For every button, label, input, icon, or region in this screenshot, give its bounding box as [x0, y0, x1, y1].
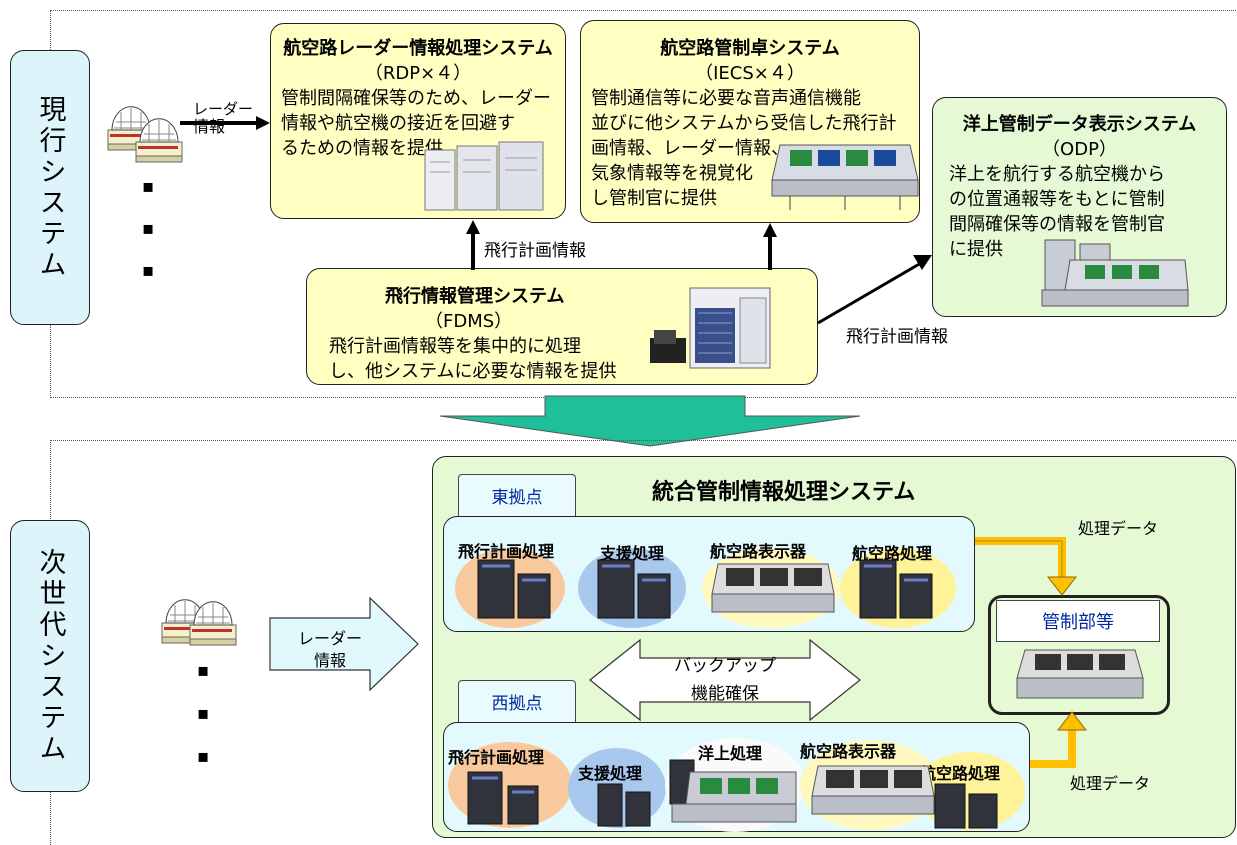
backup-label: バックアップ 機能確保 [660, 652, 790, 708]
route-processing-east [840, 548, 956, 628]
server-rack-icon [467, 771, 539, 825]
east-item-label: 支援処理 [600, 544, 665, 563]
radar-block-arrow-line: レーダー [297, 629, 362, 648]
console-icon [1041, 239, 1189, 307]
radar-dots: ▪ [197, 703, 210, 724]
radar-block-arrow [269, 596, 419, 692]
server-rack-icon [597, 783, 651, 827]
backup-label-line: バックアップ [674, 656, 776, 676]
odp-desc-line: の位置通報等をもとに管制 [949, 189, 1165, 210]
iecs-desc-line: し管制官に提供 [591, 188, 717, 209]
iecs-title: 航空路管制卓システム [660, 38, 840, 59]
radar-block-arrow-label: レーダー 情報 [280, 628, 380, 672]
odp-code: （ODP） [1042, 139, 1117, 160]
iecs-desc-line: 画情報、レーダー情報、 [591, 138, 789, 159]
server-rack-icon [477, 559, 551, 619]
tab-east-site: 東拠点 [458, 474, 576, 516]
processed-data-label: 処理データ [1070, 774, 1151, 793]
tab-east-site-label: 東拠点 [491, 488, 543, 508]
iecs-desc-line: 管制通信等に必要な音声通信機能 [591, 88, 861, 109]
iecs-desc-line: 気象情報等を視覚化 [591, 163, 753, 184]
iecs-code: （IECS×４） [695, 63, 805, 84]
processed-data-arrow-bottom [1030, 711, 1088, 768]
fdms-desc: 飛行計画情報等を集中的に処理 し、他システムに必要な情報を提供 [307, 334, 817, 384]
rdp-desc-line: るための情報を提供 [281, 138, 443, 159]
flight-plan-arrow-rdp [466, 220, 480, 270]
current-system-label-text: 現行システム [34, 94, 66, 281]
server-rack-icon [859, 559, 933, 619]
iecs-desc: 管制通信等に必要な音声通信機能 並びに他システムから受信した飛行計 画情報、レー… [581, 86, 919, 211]
console-icon [711, 563, 835, 613]
radar-arrow-label-line: レーダー [193, 100, 254, 118]
fdms-desc-line: し、他システムに必要な情報を提供 [329, 361, 617, 382]
next-system-label-text: 次世代システム [34, 547, 66, 765]
west-item-label: 航空路表示器 [800, 742, 897, 761]
server-rack-icon [650, 287, 771, 369]
radar-dots: ▪ [142, 218, 155, 239]
odp-desc-line: に提供 [949, 239, 1003, 260]
odp-desc-line: 間隔確保等の情報を管制官 [949, 214, 1165, 235]
flight-plan-arrow-iecs [763, 223, 777, 270]
server-rack-icon [934, 783, 998, 829]
flight-plan-label: 飛行計画情報 [846, 327, 948, 347]
fdms-title: 飛行情報管理システム [385, 286, 565, 307]
integrated-system-title: 統合管制情報処理システム [652, 480, 916, 505]
rdp-desc: 管制間隔確保等のため、レーダー 情報や航空機の接近を回避す るための情報を提供 [271, 86, 565, 161]
west-item-label: 洋上処理 [698, 744, 763, 763]
processed-data-label: 処理データ [1078, 519, 1159, 538]
odp-title: 洋上管制データ表示システム [962, 114, 1197, 135]
flight-plan-arrow-odp [817, 255, 932, 325]
control-dept-label: 管制部等 [1042, 612, 1114, 633]
console-icon [771, 144, 919, 210]
console-icon [669, 759, 797, 823]
console-icon [1016, 649, 1144, 699]
flight-plan-label: 飛行計画情報 [484, 241, 586, 261]
iecs-desc-line: 並びに他システムから受信した飛行計 [591, 113, 897, 134]
tab-west-site: 西拠点 [458, 680, 576, 722]
control-dept-label-box: 管制部等 [996, 600, 1160, 642]
fdms-desc-line: 飛行計画情報等を集中的に処理 [329, 336, 581, 357]
odp-desc: 洋上を航行する航空機から の位置通報等をもとに管制 間隔確保等の情報を管制官 に… [933, 162, 1226, 262]
current-system-label: 現行システム [10, 50, 90, 325]
radar-dots: ▪ [197, 660, 210, 681]
transition-arrow [439, 395, 861, 447]
next-system-label: 次世代システム [10, 520, 90, 792]
rdp-desc-line: 情報や航空機の接近を回避す [281, 113, 515, 134]
radar-dots: ▪ [197, 746, 210, 767]
radar-dots: ▪ [142, 176, 155, 197]
radar-dots: ▪ [142, 260, 155, 281]
west-item-label: 航空路処理 [920, 764, 1001, 783]
east-item-label: 航空路表示器 [710, 542, 807, 561]
radar-block-arrow-line: 情報 [313, 651, 346, 670]
console-icon [811, 765, 935, 815]
radar-dome-icon [107, 106, 183, 163]
backup-label-line: 機能確保 [691, 684, 759, 704]
west-item-label: 支援処理 [578, 764, 643, 783]
rdp-title: 航空路レーダー情報処理システム [283, 38, 553, 59]
rdp-code: （RDP×４） [364, 63, 472, 84]
odp-desc-line: 洋上を航行する航空機から [949, 164, 1165, 185]
processed-data-arrow-top [975, 537, 1078, 596]
radar-dome-icon [161, 599, 237, 646]
backup-double-arrow [589, 638, 861, 722]
server-rack-icon [597, 559, 671, 619]
rdp-desc-line: 管制間隔確保等のため、レーダー [281, 88, 551, 109]
tab-west-site-label: 西拠点 [491, 694, 543, 714]
east-item-label: 航空路処理 [852, 544, 933, 563]
west-item-label: 飛行計画処理 [448, 748, 545, 767]
fdms-code: （FDMS） [425, 311, 513, 332]
radar-arrow [180, 116, 270, 130]
east-item-label: 飛行計画処理 [458, 542, 555, 561]
server-rack-icon [424, 141, 544, 211]
